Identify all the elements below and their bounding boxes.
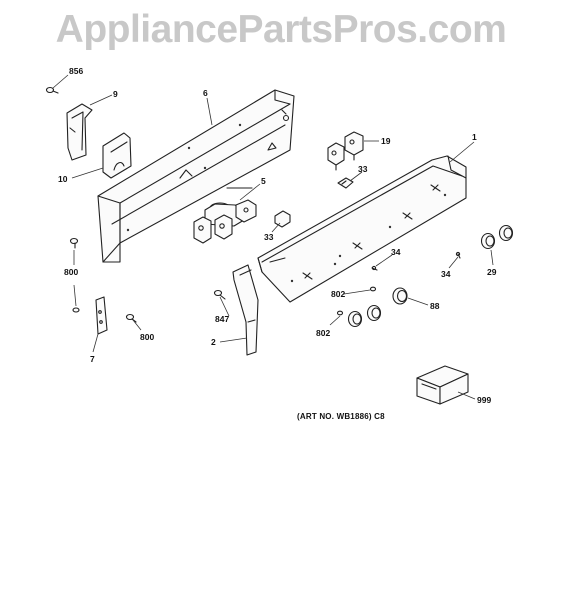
label-34-center: 34 [391,247,401,257]
label-10: 10 [58,174,68,184]
screw-small-left [72,307,80,313]
label-999: 999 [477,395,491,405]
label-802-upper: 802 [331,289,345,299]
control-knobs-29 [480,224,514,250]
label-29: 29 [487,267,497,277]
infinite-switch-assembly [193,187,257,244]
clip-33-upper [337,177,354,189]
screw-802-lower [336,310,344,316]
parts-box-999 [416,365,469,405]
clip-34-center [371,265,378,271]
label-88: 88 [430,301,440,311]
label-9: 9 [113,89,118,99]
rear-backsplash-panel [97,89,295,263]
label-856: 856 [69,66,83,76]
end-trim-strip [232,264,259,356]
label-33-lower: 33 [264,232,274,242]
label-19: 19 [381,136,391,146]
screw-856 [45,86,59,94]
clip-33-lower [274,210,291,228]
label-6: 6 [203,88,208,98]
label-1: 1 [472,132,477,142]
label-34-right: 34 [441,269,451,279]
label-7: 7 [90,354,95,364]
leader-lines [52,74,494,400]
end-bracket [66,103,93,161]
mounting-bracket [95,296,108,335]
control-knobs-88 [347,287,408,328]
label-802-lower: 802 [316,328,330,338]
label-800-upper: 800 [64,267,78,277]
end-cap [102,132,132,179]
screw-802-upper [369,286,377,292]
label-2: 2 [211,337,216,347]
label-847: 847 [215,314,229,324]
front-control-panel [257,155,467,303]
screw-800-upper [69,237,79,249]
screw-847 [213,289,226,300]
switch-pair [327,131,364,171]
watermark-text: AppliancePartsPros.com [55,8,507,51]
clip-34-right [455,251,461,259]
art-number-note: (ART NO. WB1886) C8 [297,412,385,421]
label-33-upper: 33 [358,164,368,174]
screw-800-lower [125,313,137,323]
label-5: 5 [261,176,266,186]
label-800-lower: 800 [140,332,154,342]
